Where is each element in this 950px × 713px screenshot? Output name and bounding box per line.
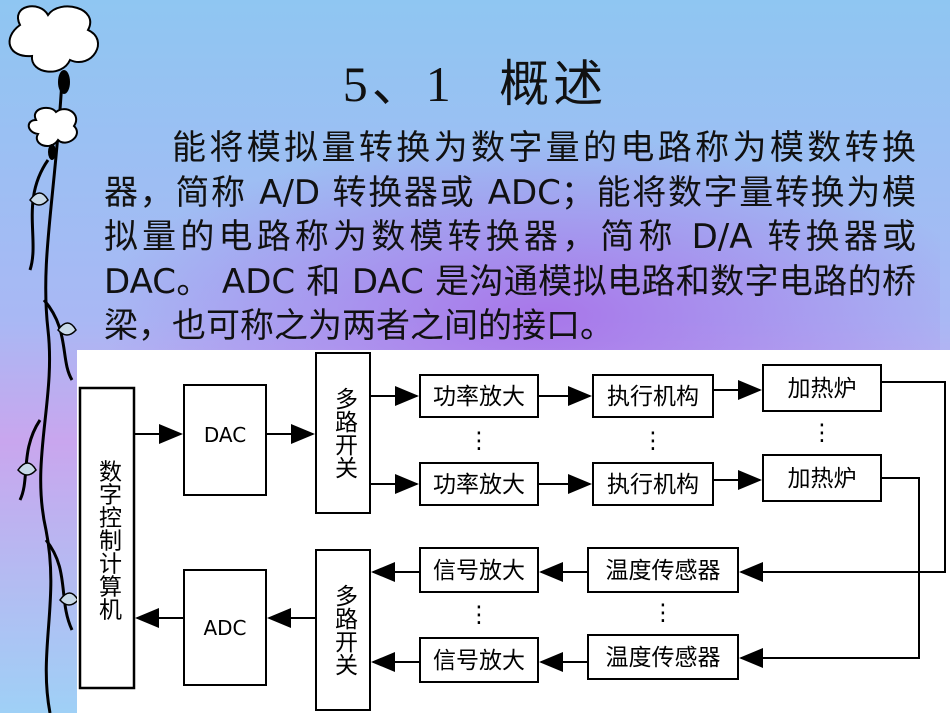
adc-label: ADC: [203, 616, 246, 640]
ellipsis-temp-sensor: ⋮: [652, 600, 675, 626]
temp-sensor-box-2: [587, 634, 739, 680]
ellipsis-actuator: ⋮: [642, 428, 665, 454]
signal-amp-label-1: 信号放大: [433, 558, 525, 584]
flower-small-icon: [27, 106, 78, 148]
actuator-label-1: 执行机构: [607, 384, 699, 410]
signal-amp-label-2: 信号放大: [433, 648, 525, 674]
signal-amp-box-1: [419, 547, 539, 593]
computer-label: 数字控制计算机: [95, 460, 123, 621]
mux-top-box: [315, 352, 371, 514]
title-text: 概述: [499, 56, 608, 112]
mux-bottom-label: 多路开关: [331, 584, 359, 676]
background-glow: [60, 120, 940, 350]
dac-label: DAC: [204, 423, 246, 447]
adc-dac-block-diagram: 数字控制计算机 多路开关 多路开关 DAC ADC 功率放大 功率放大 执行机构…: [77, 350, 950, 713]
furnace-box-1: [762, 364, 882, 412]
mux-bottom-box: [315, 549, 371, 711]
ellipsis-furnace: ⋮: [811, 420, 834, 446]
actuator-label-2: 执行机构: [607, 472, 699, 498]
flower-icon: [8, 5, 99, 73]
actuator-box-1: [592, 374, 714, 418]
adc-box: [183, 569, 267, 686]
furnace-label-1: 加热炉: [788, 376, 857, 402]
flower-vine-decoration: [8, 5, 99, 713]
temp-sensor-label-1: 温度传感器: [606, 558, 721, 584]
power-amp-label-1: 功率放大: [433, 384, 525, 410]
temp-sensor-box-1: [587, 547, 739, 593]
mux-top-label: 多路开关: [331, 387, 359, 479]
ellipsis-power-amp: ⋮: [468, 428, 491, 454]
furnace-label-2: 加热炉: [788, 466, 857, 492]
temp-sensor-label-2: 温度传感器: [606, 645, 721, 671]
page-title: 5、1 概述: [0, 44, 950, 116]
title-number: 5、1: [342, 56, 455, 112]
intro-paragraph: 能将模拟量转换为数字量的电路称为模数转换器，简称 A/D 转换器或 ADC；能将…: [104, 128, 916, 346]
signal-amp-box-2: [419, 637, 539, 683]
actuator-box-2: [592, 462, 714, 506]
power-amp-label-2: 功率放大: [433, 472, 525, 498]
computer-box: [78, 386, 136, 690]
dac-box: [183, 384, 267, 496]
ellipsis-signal-amp: ⋮: [468, 602, 491, 628]
